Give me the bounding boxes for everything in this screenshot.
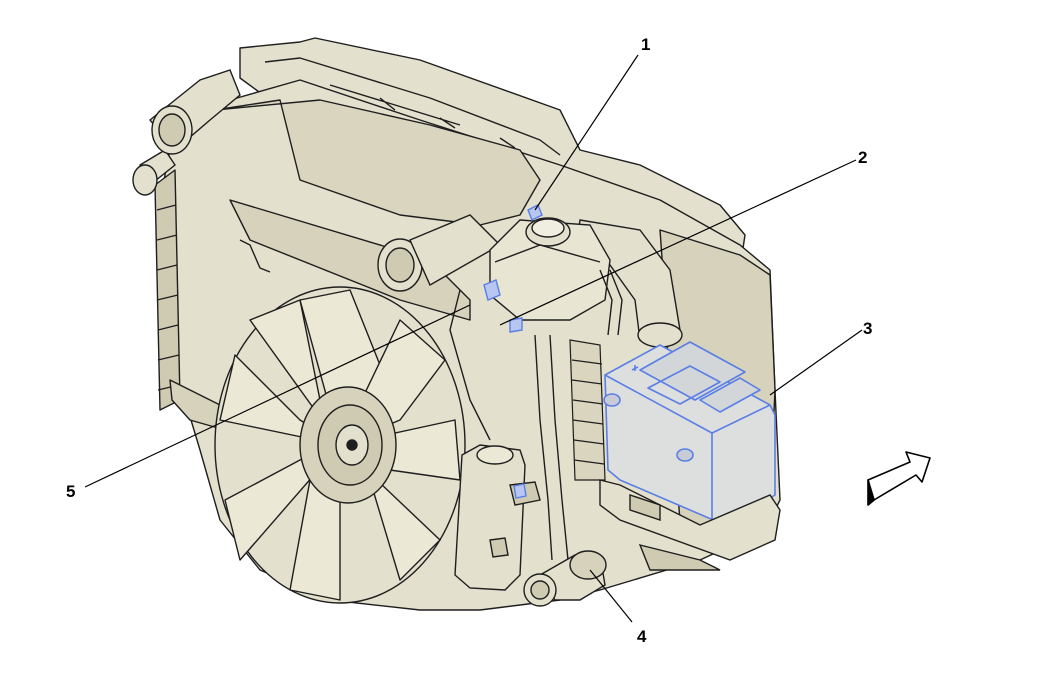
washer-canister <box>454 444 541 591</box>
lower-outlet-pipe <box>523 550 607 607</box>
battery-tray <box>599 479 781 571</box>
upper-hose-outlet <box>377 214 502 292</box>
condenser-core <box>569 339 606 481</box>
callout-2: 2 <box>858 148 867 167</box>
cooling-fan <box>214 286 466 604</box>
leader-line-1 <box>534 54 639 211</box>
callout-3: 3 <box>863 319 872 338</box>
leader-line-4 <box>589 569 633 623</box>
front-arrow-icon <box>867 451 931 506</box>
left-coolant-hose <box>132 69 241 196</box>
tank-hoses <box>449 269 623 561</box>
leader-lines <box>84 54 863 623</box>
callout-5: 5 <box>66 482 75 501</box>
battery <box>603 341 776 526</box>
leader-line-5 <box>84 304 471 488</box>
leader-line-3 <box>769 329 863 396</box>
expansion-tank <box>483 204 611 333</box>
callout-4: 4 <box>637 627 647 646</box>
callout-1: 1 <box>641 35 650 54</box>
leader-line-2 <box>499 159 857 326</box>
